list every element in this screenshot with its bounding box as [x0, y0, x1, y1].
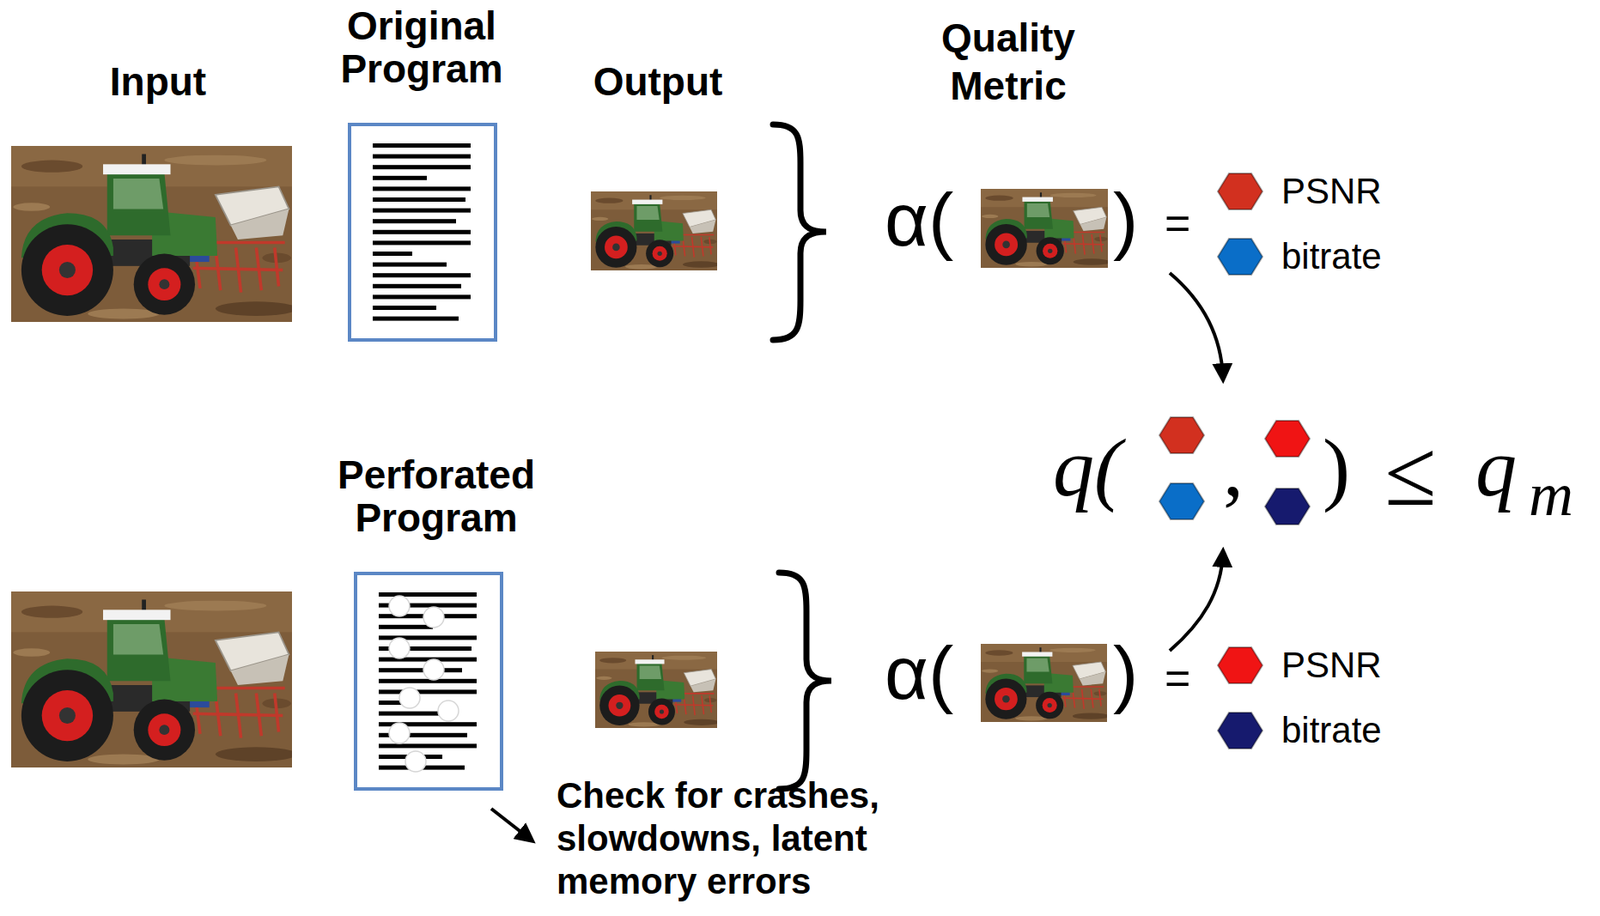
code-line	[378, 743, 477, 749]
column-heading: Output	[571, 60, 744, 104]
output-image	[590, 191, 720, 271]
code-line	[372, 154, 471, 159]
curly-bracket	[778, 572, 832, 790]
hexagon-swatch	[1216, 711, 1264, 751]
metric-image	[980, 188, 1111, 268]
code-line	[378, 625, 433, 630]
code-line	[378, 679, 477, 684]
program-document: Original Program	[314, 4, 530, 342]
code-line	[372, 305, 437, 311]
perforation-hole	[423, 607, 445, 628]
code-line	[372, 273, 471, 278]
input-image	[11, 591, 298, 768]
code-line	[372, 262, 447, 268]
code-line	[372, 176, 427, 181]
code-line	[372, 143, 471, 148]
check-note: Check for crashes, slowdowns, latent mem…	[556, 774, 935, 904]
perforation-hole	[438, 700, 459, 722]
legend-entry: PSNR	[1216, 171, 1382, 212]
code-line	[378, 668, 463, 673]
column-heading: Input	[72, 60, 244, 104]
math-symbol: ≤	[1384, 425, 1436, 521]
document-icon	[347, 122, 498, 342]
column-heading: Quality Metric	[900, 13, 1116, 110]
legend-label: PSNR	[1281, 645, 1382, 686]
hexagon	[1217, 647, 1263, 684]
curved-arrow	[1169, 273, 1223, 378]
legend-entry: PSNR	[1216, 645, 1382, 686]
curly-bracket	[772, 124, 827, 341]
perforation-hole	[389, 638, 410, 659]
code-line	[372, 251, 413, 256]
document-icon	[353, 571, 504, 791]
perforation-hole	[423, 659, 445, 681]
hexagon-swatch	[1216, 237, 1264, 277]
hexagon-swatch	[1216, 171, 1264, 212]
input-image	[11, 146, 298, 323]
code-line	[378, 592, 477, 597]
code-line	[372, 240, 471, 245]
legend-label: bitrate	[1281, 711, 1382, 751]
hexagon	[1217, 712, 1263, 749]
document-border	[355, 573, 502, 790]
math-symbol: )	[1113, 182, 1138, 258]
code-line	[372, 284, 462, 289]
code-line	[372, 219, 457, 224]
legend-entry: bitrate	[1216, 711, 1382, 751]
output-image	[595, 651, 720, 729]
metric-function: α(	[884, 182, 954, 258]
comparison-function: q(	[1052, 426, 1122, 510]
math-symbol: ,	[1222, 426, 1244, 510]
perforation-hole	[389, 596, 410, 617]
perforation-hole	[389, 723, 410, 744]
math-symbol: =	[1164, 200, 1191, 246]
legend-entry: bitrate	[1216, 237, 1382, 277]
code-line	[372, 316, 459, 322]
code-line	[372, 208, 471, 213]
code-line	[372, 230, 471, 235]
metric-function: α(	[884, 635, 954, 712]
code-line	[378, 689, 477, 694]
curved-arrow	[1169, 553, 1223, 651]
code-line	[372, 186, 471, 191]
code-line	[372, 294, 471, 299]
math-symbol: )	[1113, 635, 1138, 712]
metric-image	[980, 644, 1110, 723]
program-document: Perforated Program	[328, 453, 544, 791]
metric-hexagons	[1159, 417, 1310, 525]
perforation-hole	[399, 687, 420, 709]
threshold-symbol: q	[1475, 426, 1517, 510]
program-heading: Original Program	[314, 4, 530, 91]
code-line	[372, 164, 471, 170]
perforation-hole	[405, 751, 426, 773]
legend-label: PSNR	[1281, 171, 1382, 212]
hexagon	[1217, 173, 1263, 210]
hexagon	[1217, 238, 1263, 275]
math-symbol: =	[1164, 656, 1191, 701]
math-symbol: )	[1322, 426, 1351, 510]
program-heading: Perforated Program	[328, 453, 544, 540]
code-line	[372, 197, 466, 202]
hexagon-swatch	[1216, 645, 1264, 686]
legend-label: bitrate	[1281, 237, 1382, 277]
document-border	[349, 124, 496, 341]
subscript: m	[1528, 463, 1574, 526]
pointer-arrow	[491, 809, 531, 840]
